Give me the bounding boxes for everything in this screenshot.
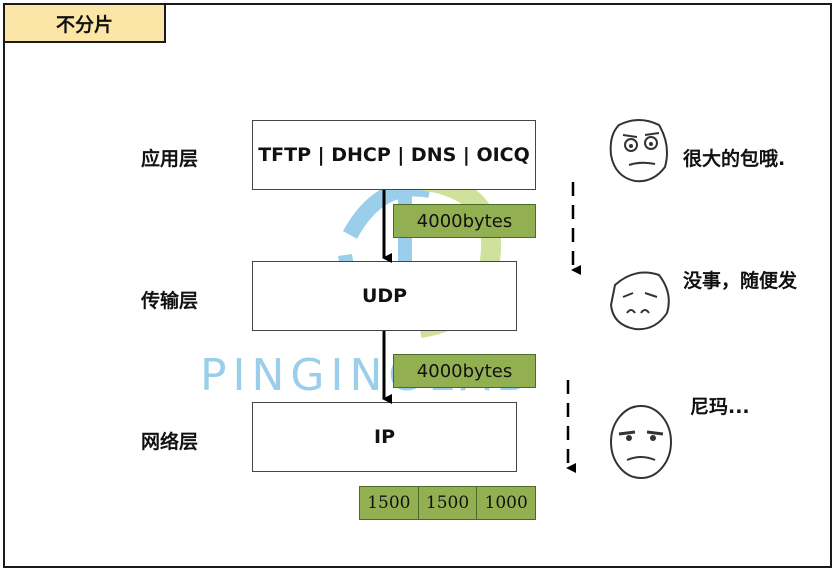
transport-layer-box: UDP	[252, 261, 517, 331]
diagram-frame	[3, 3, 832, 568]
network-layer-box: IP	[252, 402, 517, 472]
speech-text-1: 很大的包哦.	[683, 148, 786, 170]
layer-label-transport: 传输层	[141, 290, 199, 312]
fragment-cell: 1000	[476, 486, 537, 520]
application-layer-box: TFTP | DHCP | DNS | OICQ	[252, 120, 536, 190]
smug-face-icon	[609, 271, 670, 331]
fragment-row: 1500 1500 1000	[359, 486, 537, 520]
fragment-cell: 1500	[359, 486, 419, 520]
meme-face-icon	[609, 119, 668, 183]
fragment-cell: 1500	[417, 486, 478, 520]
layer-label-application: 应用层	[141, 148, 199, 170]
annoyed-face-icon	[610, 405, 672, 479]
page-title: 不分片	[3, 3, 166, 43]
speech-text-3: 尼玛...	[690, 396, 750, 418]
payload-transport-to-network: 4000bytes	[393, 354, 536, 388]
layer-label-network: 网络层	[141, 431, 199, 453]
payload-app-to-transport: 4000bytes	[393, 204, 536, 238]
speech-text-2: 没事，随便发	[683, 270, 798, 292]
